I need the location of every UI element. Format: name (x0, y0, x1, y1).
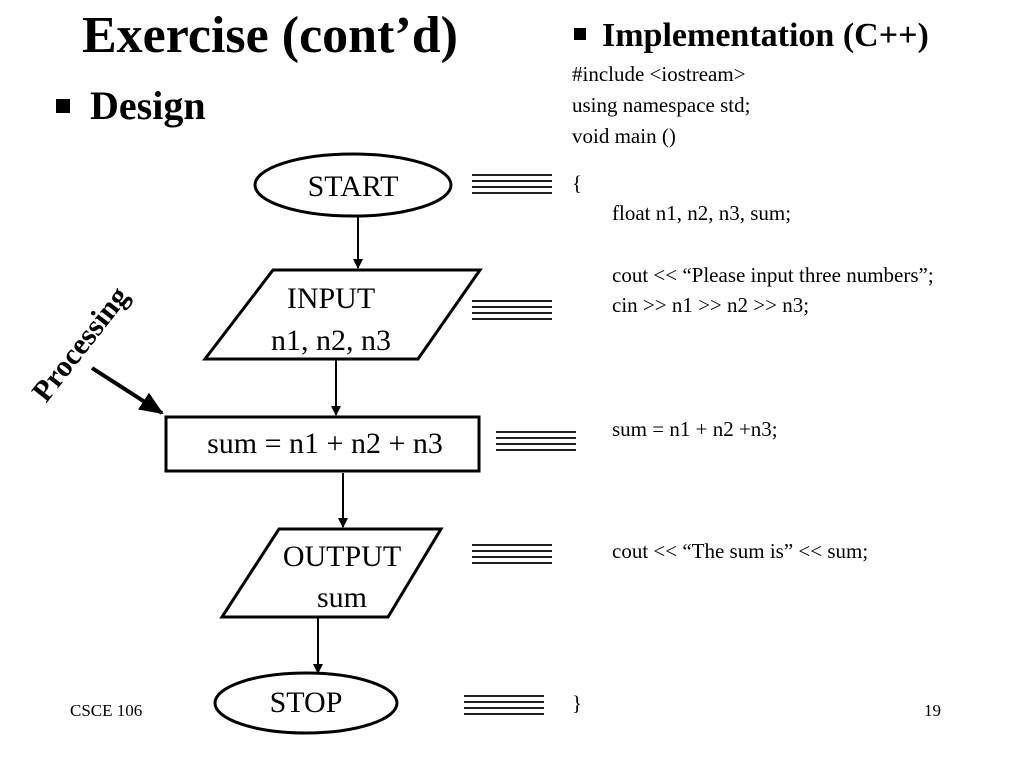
design-heading-label: Design (90, 83, 206, 128)
equivalence-marker (472, 300, 552, 320)
code-line-decl: float n1, n2, n3, sum; (612, 201, 792, 225)
output-parallelogram: OUTPUT sum (219, 527, 444, 619)
slide-title: Exercise (cont’d) (82, 7, 458, 64)
code-line-cout-prompt: cout << “Please input three numbers”; (612, 263, 934, 287)
processing-label: Processing (26, 280, 136, 408)
equivalence-marker (472, 544, 552, 564)
input-label-line2: n1, n2, n3 (271, 324, 391, 357)
implementation-heading-label: Implementation (C++) (602, 17, 929, 54)
output-label-line2: sum (317, 581, 367, 614)
code-line-main: void main () (572, 124, 676, 148)
stop-terminal: STOP (213, 671, 399, 735)
process-label: sum = n1 + n2 + n3 (207, 427, 443, 460)
code-line-cin: cin >> n1 >> n2 >> n3; (612, 293, 810, 317)
process-box: sum = n1 + n2 + n3 (164, 415, 481, 473)
code-line-cout-result: cout << “The sum is” << sum; (612, 539, 869, 563)
design-heading: Design (56, 82, 206, 129)
page-number: 19 (924, 701, 941, 720)
equivalence-marker (496, 431, 576, 451)
footer-course: CSCE 106 (70, 701, 143, 720)
input-label-line1: INPUT (287, 282, 375, 315)
stop-label: STOP (270, 686, 343, 719)
equivalence-marker (464, 695, 544, 715)
equivalence-marker (472, 174, 552, 194)
code-line-sum: sum = n1 + n2 +n3; (612, 417, 778, 441)
start-terminal: START (253, 152, 453, 218)
processing-pointer-arrow (90, 366, 164, 415)
implementation-heading: Implementation (C++) (574, 17, 929, 55)
code-open-brace: { (572, 171, 583, 195)
code-close-brace: } (572, 691, 583, 715)
start-label: START (308, 170, 399, 203)
output-label-line1: OUTPUT (283, 540, 401, 573)
code-line-include: #include <iostream> (572, 62, 746, 86)
code-line-namespace: using namespace std; (572, 93, 751, 117)
square-bullet-icon (574, 28, 586, 41)
square-bullet-icon (56, 98, 70, 113)
input-parallelogram: INPUT n1, n2, n3 (201, 268, 483, 361)
